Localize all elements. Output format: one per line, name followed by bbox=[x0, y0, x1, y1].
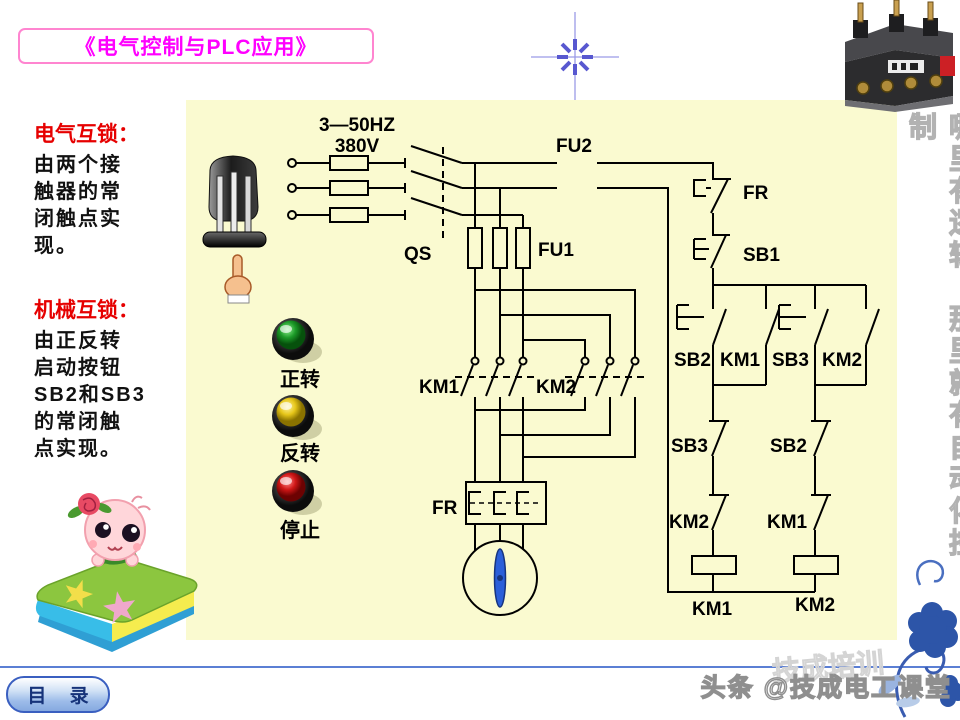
km1-coil bbox=[691, 555, 737, 575]
label-km2-coil: KM2 bbox=[795, 595, 835, 616]
label-sb2-no: SB2 bbox=[674, 350, 711, 371]
label-fr-heater: FR bbox=[432, 498, 458, 519]
note-mechanical-interlock: 机械互锁： 由正反转 启动按钮 SB2和SB3 的常闭触 点实现。 bbox=[34, 294, 164, 463]
sparkle-icon bbox=[531, 12, 619, 102]
mascot-character bbox=[67, 493, 151, 567]
pointing-hand-icon bbox=[224, 254, 252, 304]
label-supply-freq: 3—50HZ bbox=[319, 115, 395, 136]
label-qs: QS bbox=[404, 244, 431, 265]
flower-icon bbox=[908, 602, 960, 707]
note-line: 的常闭触 bbox=[34, 411, 122, 433]
label-fu1: FU1 bbox=[538, 240, 574, 261]
stop-button[interactable] bbox=[272, 470, 322, 515]
main-contacts bbox=[455, 356, 648, 397]
label-fr: FR bbox=[743, 183, 769, 204]
star-yellow bbox=[65, 579, 94, 609]
note-line: 闭触点实 bbox=[34, 208, 122, 230]
forward-button-label: 正转 bbox=[280, 367, 320, 391]
reverse-button-label: 反转 bbox=[280, 441, 320, 465]
qs-switch bbox=[404, 145, 463, 238]
label-sb3-no: SB3 bbox=[772, 350, 809, 371]
circuit-panel: 3—50HZ 380V QS FU1 FU2 FR SB1 SB2 KM1 SB… bbox=[186, 100, 897, 640]
label-km2-main: KM2 bbox=[536, 377, 576, 398]
label-km1-aux: KM1 bbox=[720, 350, 761, 371]
porcelain-ornament bbox=[878, 559, 960, 718]
note-electrical-interlock: 电气互锁： 由两个接 触器的常 闭触点实 现。 bbox=[34, 118, 164, 260]
note-line: SB2和SB3 bbox=[34, 384, 146, 406]
side-slogan: 哪里有逻辑，那里就有自动化控制 bbox=[905, 111, 960, 560]
course-title: 《电气控制与PLC应用》 bbox=[74, 36, 318, 59]
label-km1-coil: KM1 bbox=[692, 599, 733, 620]
note-heading: 电气互锁： bbox=[34, 123, 139, 146]
label-sb2-nc: SB2 bbox=[770, 436, 807, 457]
label-km1-nc: KM1 bbox=[767, 512, 808, 533]
label-supply-volt: 380V bbox=[335, 136, 380, 157]
label-fu2: FU2 bbox=[556, 136, 592, 157]
book-graphic bbox=[35, 558, 198, 652]
relay-screws bbox=[856, 74, 943, 95]
plug-graphic bbox=[202, 155, 267, 248]
label-km1-main: KM1 bbox=[419, 377, 460, 398]
note-line: 现。 bbox=[34, 235, 78, 257]
relay-reset-button bbox=[940, 56, 955, 76]
circuit-diagram: 3—50HZ 380V QS FU1 FU2 FR SB1 SB2 KM1 SB… bbox=[202, 115, 880, 620]
note-heading: 机械互锁： bbox=[34, 299, 139, 322]
course-title-box: 《电气控制与PLC应用》 bbox=[18, 28, 374, 64]
note-line: 由正反转 bbox=[34, 330, 122, 352]
note-line: 由两个接 bbox=[34, 154, 122, 176]
divider-line bbox=[0, 666, 960, 668]
credit-text: 头条 @技成电工课堂 bbox=[700, 673, 952, 702]
fr-heater-element bbox=[465, 481, 547, 525]
km2-coil bbox=[793, 555, 839, 575]
label-sb1: SB1 bbox=[743, 245, 780, 266]
label-km2-aux: KM2 bbox=[822, 350, 862, 371]
power-wires bbox=[287, 155, 815, 593]
menu-button[interactable]: 目 录 bbox=[6, 676, 110, 713]
circuit-labels: 3—50HZ 380V QS FU1 FU2 FR SB1 SB2 KM1 SB… bbox=[319, 115, 862, 620]
note-line: 触器的常 bbox=[34, 181, 122, 203]
relay-pins bbox=[853, 0, 938, 38]
book-mascot bbox=[35, 493, 198, 652]
thermal-relay-photo bbox=[845, 0, 955, 112]
stop-button-label: 停止 bbox=[280, 518, 320, 542]
label-km2-nc: KM2 bbox=[669, 512, 709, 533]
menu-button-label: 目 录 bbox=[27, 686, 89, 707]
control-wires bbox=[676, 178, 880, 592]
reverse-button[interactable] bbox=[272, 395, 322, 440]
note-line: 点实现。 bbox=[34, 438, 122, 460]
star-pink bbox=[103, 591, 136, 624]
note-line: 启动按钮 bbox=[34, 357, 122, 379]
forward-button[interactable] bbox=[272, 318, 322, 363]
motor bbox=[462, 540, 538, 616]
label-sb3-nc: SB3 bbox=[671, 436, 708, 457]
